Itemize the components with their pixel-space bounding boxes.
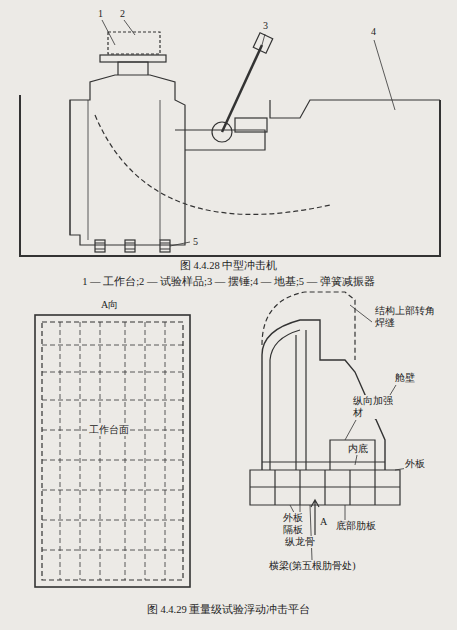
work-table-pedestal	[118, 62, 148, 75]
test-sample	[108, 32, 160, 54]
part-label: 结构上部转角焊缝	[374, 305, 436, 329]
pendulum-motor	[235, 118, 267, 132]
section-arrow	[311, 500, 319, 535]
callout-number: 3	[262, 20, 269, 32]
part-label: 工作台面	[88, 424, 130, 436]
leader-lines	[290, 305, 408, 560]
callout-number: 1	[97, 8, 104, 20]
pendulum-arm	[222, 45, 262, 132]
part-label: 纵龙骨	[284, 536, 316, 548]
view-arrow-label: A	[319, 516, 328, 528]
part-label: 外板	[404, 458, 426, 470]
spring-dampers	[95, 240, 170, 252]
figure-caption: 图 4.4.28 中型冲击机	[179, 260, 279, 273]
figure-legend: 1 — 工作台;2 — 试验样品;3 — 摆锤;4 — 地基;5 — 弹簧减振器	[81, 276, 376, 289]
view-label: A向	[100, 299, 119, 311]
callout-number: 5	[192, 236, 199, 248]
foundation-pit	[20, 95, 440, 256]
figure-caption: 图 4.4.29 重量级试验浮动冲击平台	[146, 604, 312, 617]
support-bench	[175, 130, 265, 150]
leader-lines	[102, 20, 395, 246]
body-inner	[70, 100, 160, 240]
part-label: 隔板	[282, 524, 304, 536]
part-label: 纵向加强材	[352, 395, 394, 419]
part-label: 底部肋板	[335, 520, 377, 532]
callout-number: 4	[370, 26, 377, 38]
bottom-structure	[250, 470, 400, 505]
part-label: 横梁(第五根肋骨处)	[268, 560, 357, 572]
part-label: 内底	[347, 443, 369, 455]
platform-inner	[42, 322, 183, 580]
upper-structure	[262, 292, 355, 360]
swing-arc	[95, 115, 330, 214]
part-label: 舱壁	[394, 372, 416, 384]
platform-plan	[35, 315, 190, 587]
machine-body	[70, 75, 185, 245]
ground-line	[270, 100, 440, 118]
part-label: 外板	[282, 512, 304, 524]
work-table	[100, 55, 166, 62]
pendulum-hammer	[253, 33, 272, 53]
bulkhead	[270, 330, 306, 470]
callout-number: 2	[119, 8, 126, 20]
plan-grid	[42, 322, 183, 580]
inner-bottom	[262, 440, 385, 470]
